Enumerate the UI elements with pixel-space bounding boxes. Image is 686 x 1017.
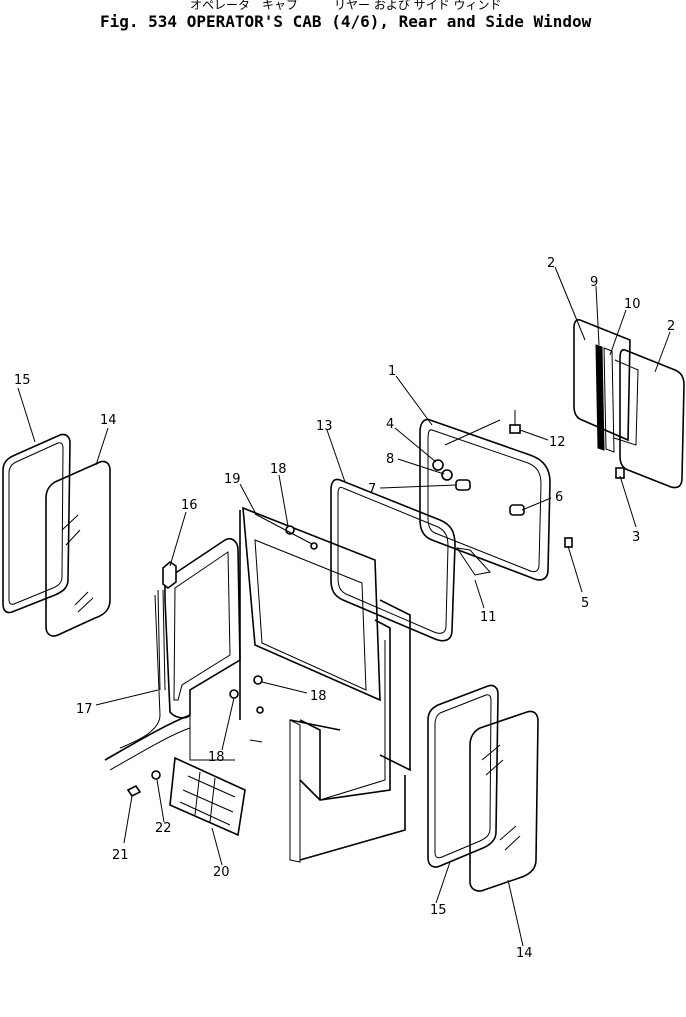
callout-5: 5 [581,596,589,611]
cab-body [104,506,411,863]
callouts: 1 2 2 3 4 5 6 7 8 9 10 11 12 13 14 14 15… [14,256,675,961]
callout-14-right: 14 [516,946,533,961]
callout-18-lower: 18 [208,750,225,765]
misc-parts [126,513,318,837]
callout-1: 1 [388,364,396,379]
callout-7: 7 [368,482,376,497]
callout-21: 21 [112,848,129,863]
rear-window-seal [330,478,456,642]
title-japanese: オペレータ キャブ リヤー および サイド ウィンド [190,0,501,12]
callout-12: 12 [549,435,566,450]
sliding-window-assembly [573,319,685,489]
callout-19: 19 [224,472,241,487]
callout-2-right: 2 [667,319,675,334]
left-side-window [2,433,111,637]
right-side-window [427,684,539,892]
callout-13: 13 [316,419,333,434]
callout-2-upper: 2 [547,256,555,271]
callout-6: 6 [555,490,563,505]
leader-lines [17,266,671,947]
callout-3: 3 [632,530,640,545]
callout-16: 16 [181,498,198,513]
callout-15-right: 15 [430,903,447,918]
callout-9: 9 [590,275,598,290]
rear-window-frame [419,418,551,581]
callout-22: 22 [155,821,172,836]
callout-20: 20 [213,865,230,880]
callout-10: 10 [624,297,641,312]
callout-15-left: 15 [14,373,31,388]
title-english: Fig. 534 OPERATOR'S CAB (4/6), Rear and … [100,12,592,31]
callout-18-upper: 18 [270,462,287,477]
callout-11: 11 [480,610,497,625]
callout-8: 8 [386,452,394,467]
callout-4: 4 [386,417,394,432]
callout-14-left: 14 [100,413,117,428]
callout-17: 17 [76,702,93,717]
callout-18-middle: 18 [310,689,327,704]
